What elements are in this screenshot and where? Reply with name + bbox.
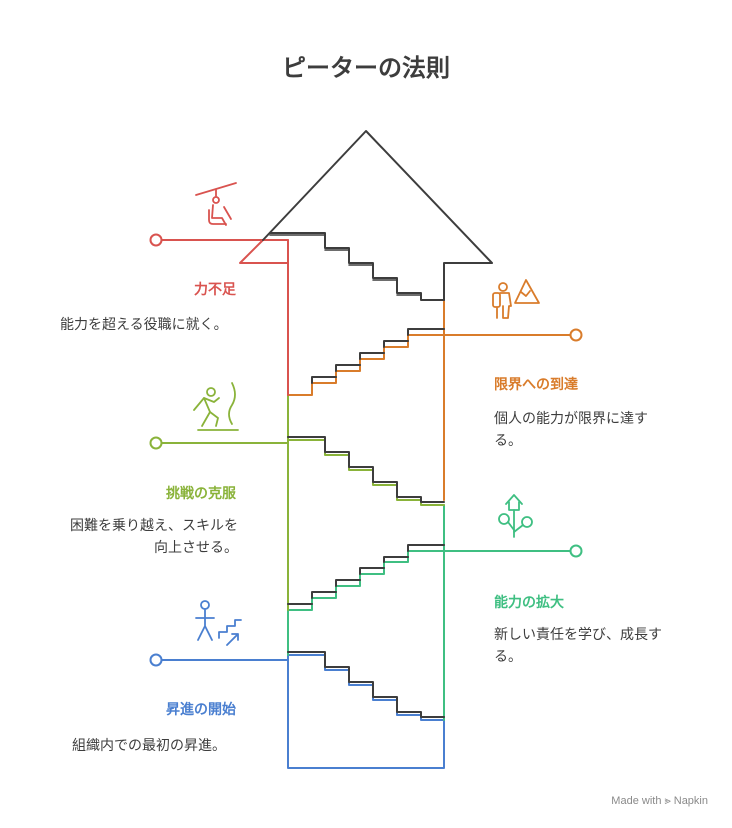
label-expand: 能力の拡大 — [494, 595, 564, 611]
desc-limit-line-1: 個人の能力が限界に達す — [494, 411, 648, 427]
diagram-title: ピーターの法則 — [282, 54, 450, 82]
sprout-icon — [498, 494, 533, 538]
desc-limit: 個人の能力が限界に達す る。 — [494, 408, 684, 452]
desc-challenge-line-1: 困難を乗り越え、スキルを — [70, 518, 238, 534]
dark-outline — [262, 130, 493, 718]
label-challenge: 挑戦の克服 — [166, 486, 236, 502]
node-challenge — [149, 436, 163, 450]
hiker-mountain-icon — [492, 279, 540, 319]
node-start — [149, 653, 163, 667]
label-start: 昇進の開始 — [166, 702, 236, 718]
arrow-left-base — [239, 239, 289, 264]
section-start-border — [287, 609, 445, 769]
stair-up-1 — [311, 328, 445, 384]
label-limit: 限界への到達 — [494, 377, 578, 393]
desc-lack: 能力を超える役職に就く。 — [60, 314, 280, 336]
desc-limit-line-2: る。 — [494, 433, 522, 449]
node-limit — [569, 328, 583, 342]
desc-start: 組織内での最初の昇進。 — [72, 735, 272, 757]
chairlift-icon — [195, 182, 237, 226]
label-lack: 力不足 — [194, 282, 236, 298]
stair-down-4 — [287, 651, 445, 718]
stair-up-3 — [287, 544, 445, 605]
section-expand-border — [287, 504, 445, 721]
desc-expand-line-1: 新しい責任を学び、成長す — [494, 627, 662, 643]
arrow-head — [262, 130, 493, 301]
climber-icon — [193, 382, 239, 431]
connector-start — [161, 654, 445, 721]
desc-expand: 新しい責任を学び、成長す る。 — [494, 624, 694, 668]
node-lack — [149, 233, 163, 247]
desc-lack-line-1: 能力を超える役職に就く。 — [60, 317, 228, 333]
node-expand — [569, 544, 583, 558]
stair-top — [269, 232, 445, 301]
napkin-footer: Made with ⪢ Napkin — [611, 795, 708, 807]
desc-challenge-line-2: 向上させる。 — [154, 540, 238, 556]
desc-start-line-1: 組織内での最初の昇進。 — [72, 738, 226, 754]
person-stairs-icon — [195, 600, 242, 646]
desc-challenge: 困難を乗り越え、スキルを 向上させる。 — [58, 515, 238, 559]
stair-down-2 — [287, 436, 445, 503]
desc-expand-line-2: る。 — [494, 649, 522, 665]
